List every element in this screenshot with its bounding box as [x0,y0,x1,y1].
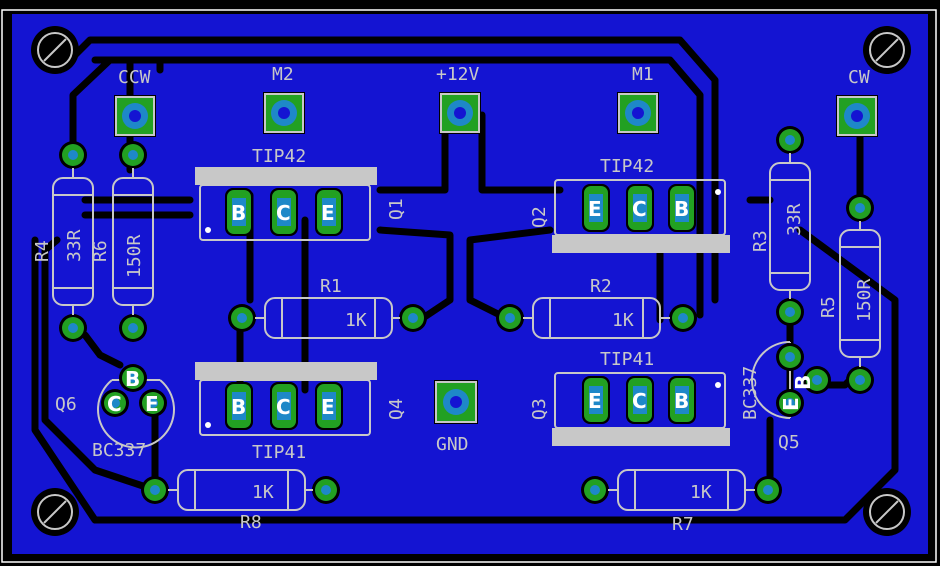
q3-pin-b-label: B [674,389,689,413]
r6-ref: R6 [90,240,111,262]
transistor-q1: B C E TIP42 Q1 [195,146,407,241]
resistor-r7: R7 1K [581,469,782,535]
r1-value: 1K [345,310,367,331]
r2-ref: R2 [590,276,612,297]
q6-pin-e[interactable] [139,389,167,417]
pad-m2[interactable] [263,92,305,134]
q2-pin-b-label: B [674,197,689,221]
pad-cw[interactable] [836,95,878,137]
label-ccw: CCW [118,67,151,88]
q4-pin-b[interactable] [225,382,253,430]
transistor-q2: E C B TIP42 Q2 [529,156,730,253]
q6-pin-c-label: C [107,392,122,416]
resistor-r1: R1 1K [228,276,427,339]
q2-pin-e-label: E [588,197,602,221]
label-m2: M2 [272,64,294,85]
q3-pin-e-label: E [588,389,602,413]
resistor-r5: R5 150R [818,194,881,394]
q1-ref: Q1 [386,198,407,220]
r5-ref: R5 [818,296,839,318]
q2-value: TIP42 [600,156,654,177]
mounting-hole-bottom-left [31,488,79,536]
q2-pin-e[interactable] [582,184,610,232]
q5-pin-e[interactable] [776,389,804,417]
q5-value: BC337 [740,366,761,420]
resistor-r4: R4 33R [32,141,94,342]
q5-ref: Q5 [778,432,800,453]
q5-pin-e-label: E [779,397,803,411]
board-outline [1,9,937,563]
q2-pin-c[interactable] [626,184,654,232]
r8-value: 1K [252,482,274,503]
q1-pin-c-label: C [276,201,291,225]
label-cw: CW [848,67,870,88]
mounting-hole-top-left [31,26,79,74]
label-gnd: GND [436,434,469,455]
q4-pin-c[interactable] [270,382,298,430]
q6-pin-b[interactable] [119,364,147,392]
r6-value: 150R [124,234,145,278]
pad-m1[interactable] [617,92,659,134]
resistor-r2: R2 1K [496,276,697,339]
q2-pin-c-label: C [632,197,647,221]
q4-pin-b-label: B [231,395,246,419]
q1-pin-e[interactable] [315,188,343,236]
q3-pin-b[interactable] [668,376,696,424]
transistor-q5: B E BC337 Q5 [740,341,831,453]
r4-value: 33R [64,229,85,262]
resistor-r3: R3 33R [750,126,811,326]
label-12v: +12V [436,64,480,85]
pad-ccw[interactable] [114,95,156,137]
q1-pin-c[interactable] [270,188,298,236]
r4-ref: R4 [32,240,53,262]
q1-pin-b-label: B [231,201,246,225]
r3-ref: R3 [750,230,771,252]
q6-pin-c[interactable] [101,389,129,417]
q6-value: BC337 [92,440,146,461]
q4-ref: Q4 [386,398,407,420]
r3-value: 33R [784,203,805,236]
r7-ref: R7 [672,514,694,535]
mounting-holes [31,26,911,536]
q6-pin-b-label: B [125,367,140,391]
q3-pin-e[interactable] [582,376,610,424]
q4-value: TIP41 [252,442,306,463]
q4-pin-c-label: C [276,395,291,419]
mounting-hole-top-right [863,26,911,74]
r5-value: 150R [854,278,875,322]
q3-pin-c[interactable] [626,376,654,424]
q5-pin-b-label: B [791,375,815,390]
transistor-q6: B C E Q6 BC337 [55,364,175,461]
q1-value: TIP42 [252,146,306,167]
q6-ref: Q6 [55,394,77,415]
q1-pin-e-label: E [321,201,335,225]
connector-pads [114,92,878,424]
copper-traces [31,36,899,524]
pad-gnd[interactable] [434,380,478,424]
q2-pin-b[interactable] [668,184,696,232]
r8-ref: R8 [240,512,262,533]
r7-value: 1K [690,482,712,503]
resistor-r8: R8 1K [141,469,340,533]
label-m1: M1 [632,64,654,85]
q1-pin-b[interactable] [225,188,253,236]
transistor-q4: B C E TIP41 Q4 [195,362,407,463]
r1-ref: R1 [320,276,342,297]
q3-pin-c-label: C [632,389,647,413]
r2-value: 1K [612,310,634,331]
q2-ref: Q2 [529,206,550,228]
q3-ref: Q3 [529,398,550,420]
transistor-q3: E C B TIP41 Q3 [529,349,730,446]
pad-12v[interactable] [439,92,481,134]
q4-pin-e[interactable] [315,382,343,430]
q5-pin-b[interactable] [803,366,831,394]
q6-pin-e-label: E [145,392,159,416]
mounting-hole-bottom-right [863,488,911,536]
resistor-r6: R6 150R [90,141,154,342]
q3-value: TIP41 [600,349,654,370]
q4-pin-e-label: E [321,395,335,419]
